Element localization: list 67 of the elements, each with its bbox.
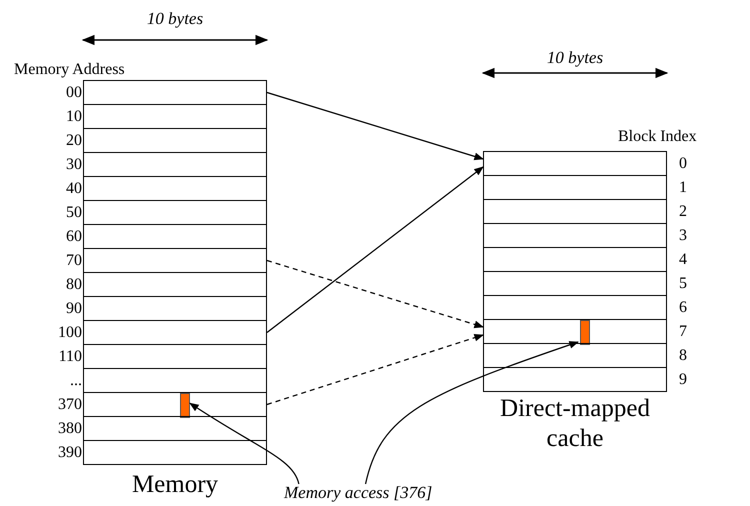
accessed-byte <box>580 320 590 345</box>
address-label: 10 <box>66 109 82 125</box>
memory-row <box>83 104 267 129</box>
accessed-byte <box>180 393 190 418</box>
memory-row <box>83 392 267 417</box>
arrow <box>266 166 484 333</box>
address-label: 100 <box>58 325 82 341</box>
address-label: 370 <box>58 397 82 413</box>
callout-text: Memory access [376] <box>284 484 432 501</box>
address-label: 20 <box>66 133 82 149</box>
index-label: 7 <box>678 324 688 340</box>
address-label: 30 <box>66 157 82 173</box>
address-label: 50 <box>66 205 82 221</box>
memory-row <box>83 440 267 465</box>
table-caption: Memory <box>130 470 220 500</box>
address-label: 70 <box>66 253 82 269</box>
cache-row <box>483 319 667 344</box>
index-label: 8 <box>678 348 688 364</box>
column-heading: Block Index <box>618 129 697 145</box>
index-label: 5 <box>678 276 688 292</box>
cache-row <box>483 199 667 224</box>
memory-row <box>83 344 267 369</box>
cache-row <box>483 367 667 392</box>
address-label: 40 <box>66 181 82 197</box>
memory-row <box>83 248 267 273</box>
index-label: 1 <box>678 180 688 196</box>
memory-row <box>83 296 267 321</box>
index-label: 2 <box>678 204 688 220</box>
address-label: 60 <box>66 229 82 245</box>
address-label: 390 <box>58 445 82 461</box>
leader-line <box>189 402 300 484</box>
cache-row <box>483 223 667 248</box>
cache-row <box>483 151 667 176</box>
memory-row <box>83 368 267 393</box>
memory-row <box>83 152 267 177</box>
arrow <box>266 334 484 406</box>
table-caption: Direct-mapped cache <box>499 394 651 454</box>
memory-row <box>83 200 267 225</box>
cache-row <box>483 343 667 368</box>
memory-row <box>83 176 267 201</box>
dimension-label: 10 bytes <box>546 49 604 66</box>
arrow <box>266 92 484 160</box>
index-label: 4 <box>678 252 688 268</box>
index-label: 0 <box>678 156 688 172</box>
address-label: 110 <box>58 349 82 365</box>
column-heading: Memory Address <box>14 62 125 78</box>
memory-row <box>83 80 267 105</box>
cache-row <box>483 175 667 200</box>
address-label: 90 <box>66 301 82 317</box>
address-label: 80 <box>66 277 82 293</box>
memory-row <box>83 224 267 249</box>
index-label: 6 <box>678 300 688 316</box>
memory-row <box>83 128 267 153</box>
memory-row <box>83 416 267 441</box>
memory-row <box>83 320 267 345</box>
memory-row <box>83 272 267 297</box>
arrow <box>266 260 484 328</box>
address-label: 380 <box>58 421 82 437</box>
address-label: ... <box>70 373 82 389</box>
dimension-label: 10 bytes <box>146 10 204 27</box>
cache-row <box>483 295 667 320</box>
index-label: 9 <box>678 372 688 388</box>
leader-line <box>364 341 579 484</box>
cache-row <box>483 271 667 296</box>
index-label: 3 <box>678 228 688 244</box>
cache-row <box>483 247 667 272</box>
address-label: 00 <box>66 85 82 101</box>
